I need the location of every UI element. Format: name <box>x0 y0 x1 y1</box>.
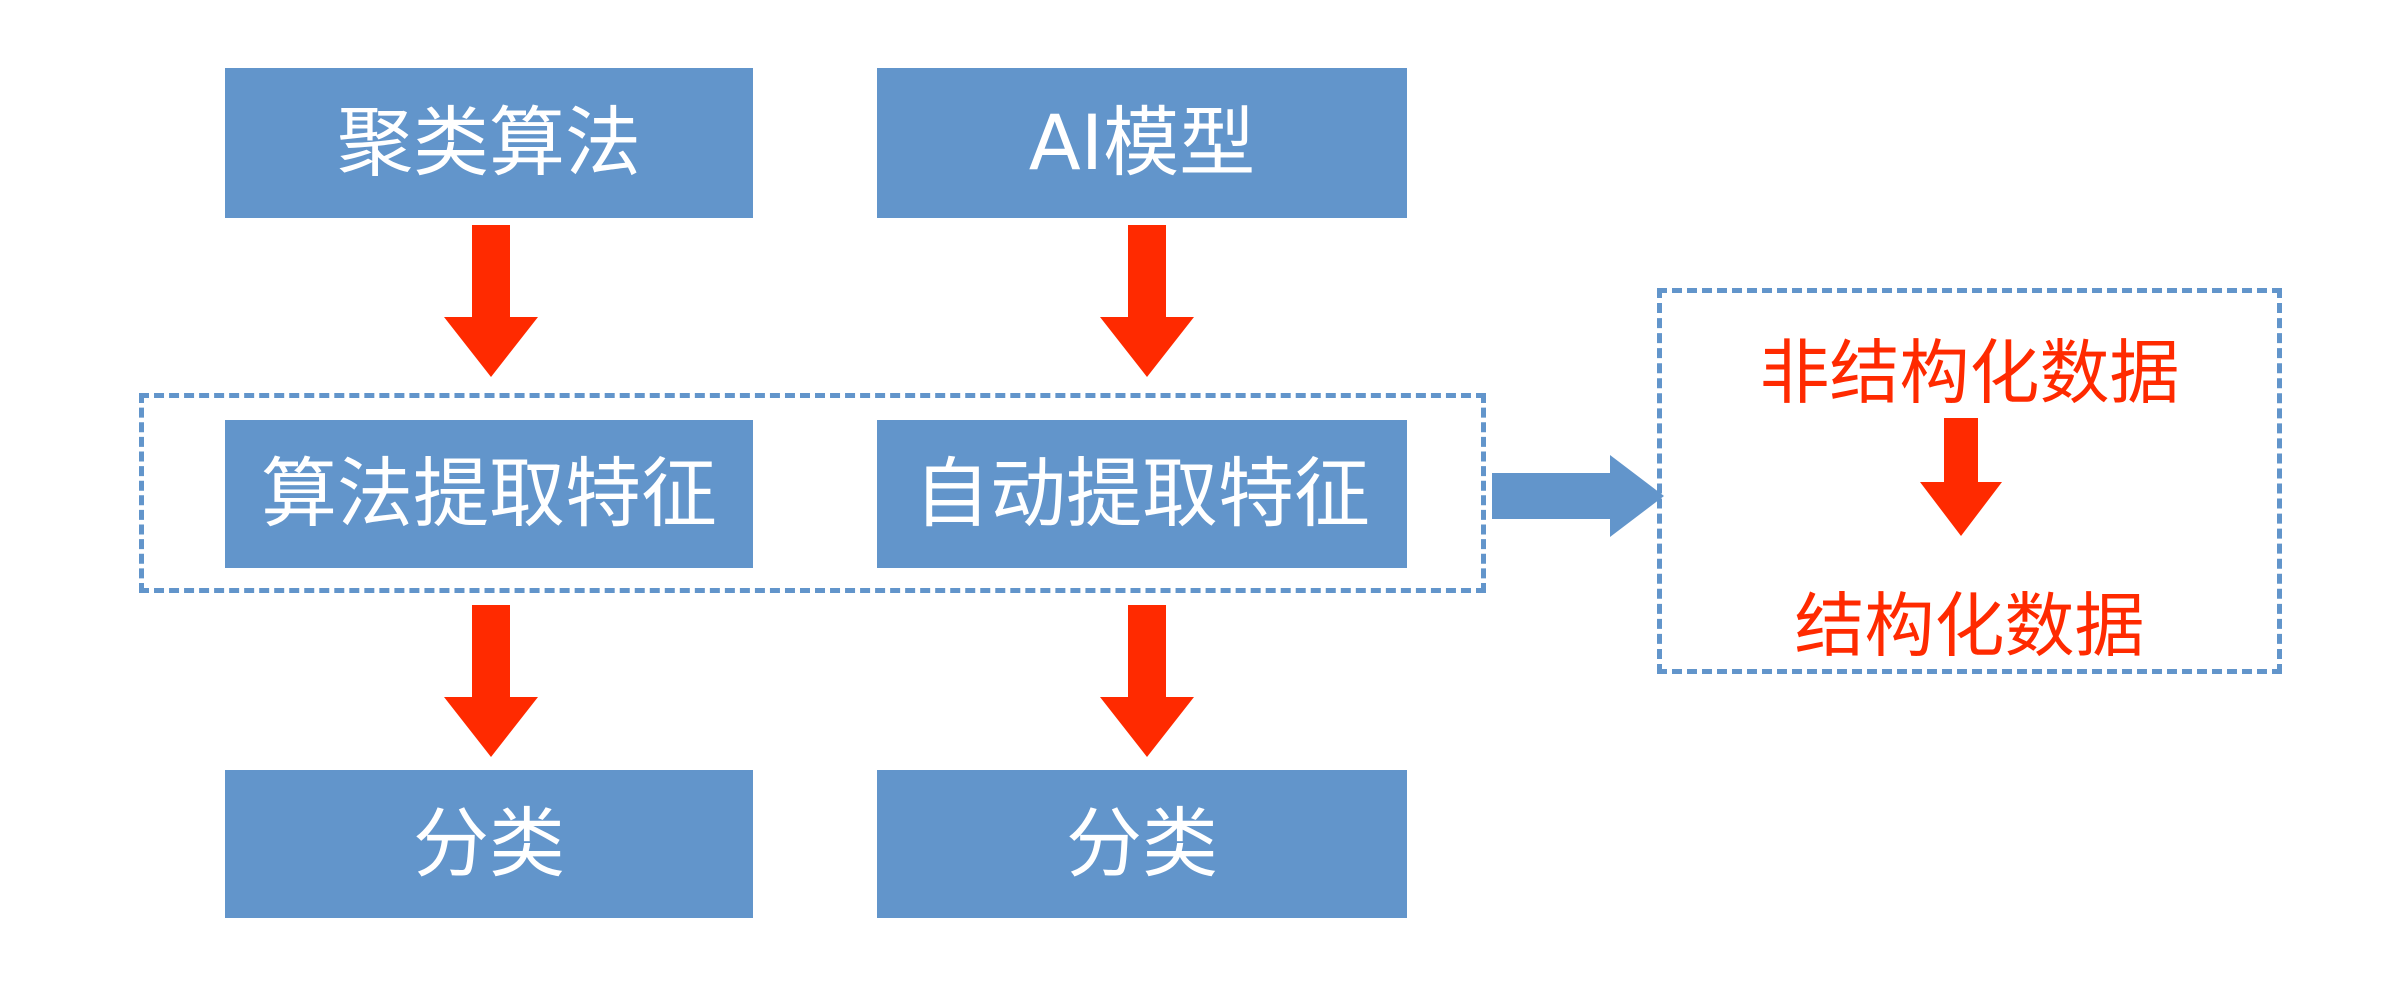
automatic-feature-extraction-box: 自动提取特征 <box>877 420 1407 568</box>
clustering-algorithm-box: 聚类算法 <box>225 68 753 218</box>
feature-extraction-group <box>139 393 1486 593</box>
left-classification-box: 分类 <box>225 770 753 918</box>
right-connector-arrow-icon <box>1492 455 1664 537</box>
right-bottom-down-arrow-icon <box>1100 605 1194 757</box>
left-bottom-down-arrow-icon <box>444 605 538 757</box>
conversion-down-arrow-icon <box>1920 418 2002 536</box>
right-classification-box: 分类 <box>877 770 1407 918</box>
unstructured-data-label: 非结构化数据 <box>1759 332 2180 414</box>
ai-model-box: AI模型 <box>877 68 1407 218</box>
algorithmic-feature-extraction-box: 算法提取特征 <box>225 420 753 568</box>
structured-data-label: 结构化数据 <box>1794 585 2145 667</box>
left-top-down-arrow-icon <box>444 225 538 377</box>
right-top-down-arrow-icon <box>1100 225 1194 377</box>
data-conversion-panel: 非结构化数据 结构化数据 <box>1657 288 2282 674</box>
